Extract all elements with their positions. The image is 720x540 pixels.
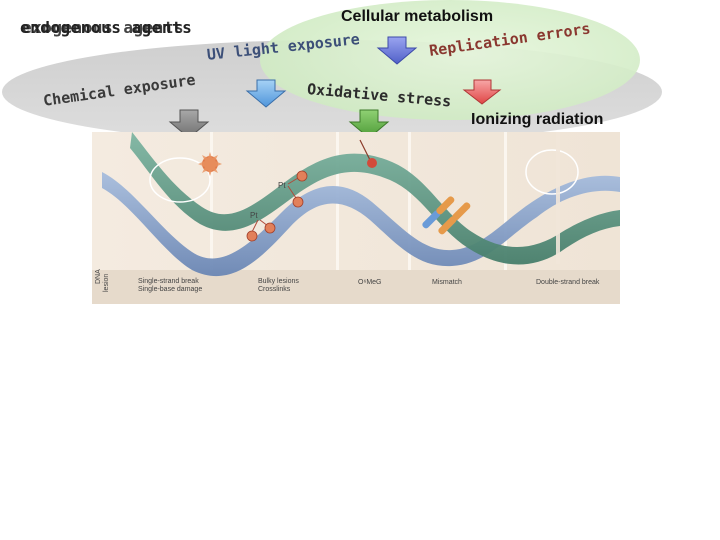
dna-helix: Pt Pt DNA lesion [92,132,620,304]
starburst-icon [198,152,222,176]
guanine-mark [246,230,258,242]
endogenous-ellipse [260,0,640,120]
ionizing-radiation-label: Ionizing radiation [471,111,604,128]
oxidative-arrow [348,109,390,139]
guanine-mark [292,196,304,208]
dna-lesion-panel: Pt Pt DNA lesion [92,132,620,304]
caption-bulky: Bulky lesions Crosslinks [258,278,299,294]
green-strand [130,132,620,265]
methyl-mark [359,139,377,168]
cellular-metabolism-label: Cellular metabolism [341,8,494,25]
replication-arrow [462,79,502,105]
caption-line: Mismatch [432,279,462,286]
pt-label: Pt [250,211,258,220]
caption-line: Single-strand break [138,278,199,285]
caption-mismatch: Mismatch [432,279,462,287]
caption-dsb: Double-strand break [536,279,599,287]
caption-line: Crosslinks [258,286,291,293]
caption-line: Bulky lesions [258,278,299,285]
column-divider [408,132,411,304]
mismatch-bases [422,196,471,235]
column-divider [336,132,339,304]
chemical-arrow [168,109,210,139]
caption-o6meg: O⁶MeG [358,279,382,287]
pt-adduct-bottom: Pt [246,211,276,242]
damage-circle [149,157,211,203]
guanine-mark [264,222,276,234]
caption-ssb: Single-strand break Single-base damage [138,278,202,294]
uv-arrow [245,79,287,108]
metabolism-arrow [376,36,418,65]
pt-label: Pt [278,181,286,190]
break-circle [525,149,579,195]
break-gap [556,132,560,264]
exogenous-agents-label: exogenous agents [22,18,185,37]
pt-adduct-top: Pt [278,170,308,208]
guanine-mark [296,170,308,182]
column-divider [504,132,507,304]
endogenous-agents-label: endogenous agents [20,18,193,37]
row-label-lesion: lesion [103,274,110,292]
caption-line: Single-base damage [138,286,203,293]
caption-line: Double-strand break [536,279,600,286]
caption-band [92,270,620,304]
caption-line: O⁶MeG [358,279,382,286]
row-label-dna: DNA [95,269,102,284]
